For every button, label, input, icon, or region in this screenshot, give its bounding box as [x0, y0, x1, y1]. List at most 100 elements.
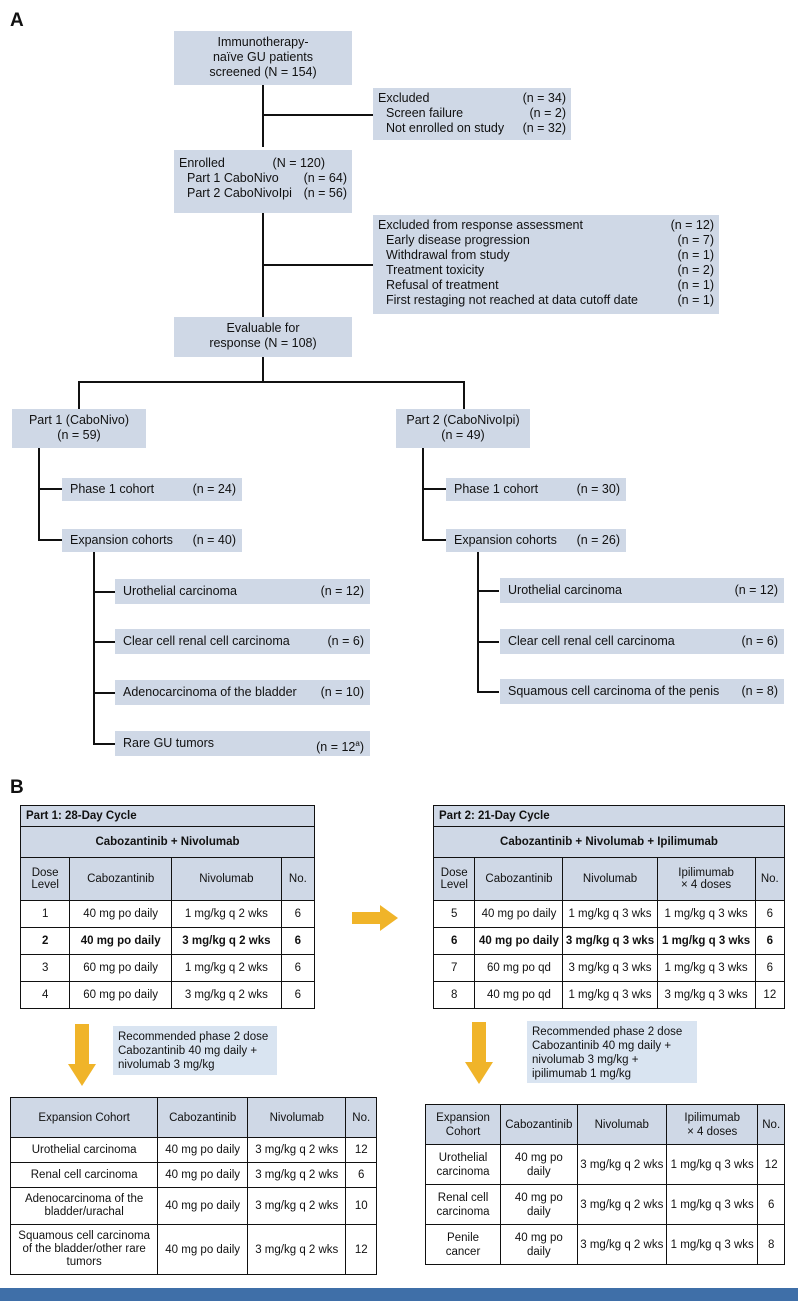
screened-line3: screened (N = 154) — [209, 65, 317, 79]
enrolled-count: (N = 120) — [272, 156, 325, 170]
header-cell: No. — [757, 1104, 785, 1145]
table-cell: 6 — [345, 1162, 377, 1188]
connector-line — [477, 691, 499, 693]
part1-expansion-table: Expansion Cohort Cabozantinib Nivolumab … — [9, 1097, 377, 1275]
table-cell: 1 mg/kg q 3 wks — [562, 981, 658, 1009]
part2-table-regimen: Cabozantinib + Nivolumab + Ipilimumab — [433, 826, 785, 858]
cohort-count-close: ) — [359, 740, 364, 755]
header-cell: No. — [280, 857, 316, 901]
header-cell: Expansion Cohort — [9, 1097, 159, 1138]
down-arrow-icon — [465, 1022, 493, 1084]
panel-a-label: A — [10, 10, 24, 31]
cohort-label: Urothelial carcinoma — [123, 584, 237, 598]
table-cell: Renal cell carcinoma — [424, 1184, 502, 1225]
cohort-label: Rare GU tumors — [123, 736, 214, 750]
connector-line — [422, 448, 424, 539]
cohort-count: (n = 6) — [741, 634, 778, 648]
table-cell: 6 — [280, 954, 316, 982]
part2-table-title: Part 2: 21-Day Cycle — [433, 805, 785, 827]
header-cell: No. — [345, 1097, 377, 1138]
table-cell: 40 mg po daily — [157, 1137, 249, 1163]
header-cell: Expansion Cohort — [424, 1104, 502, 1145]
cohort-label: Squamous cell carcinoma of the penis — [508, 684, 720, 698]
connector-line — [93, 692, 115, 694]
p2-cohort-urothelial: Urothelial carcinoma(n = 12) — [500, 578, 784, 603]
excluded-response-label: Excluded from response assessment — [378, 218, 583, 232]
evaluable-line2: response (N = 108) — [209, 336, 317, 350]
table-cell: 40 mg po daily — [500, 1144, 578, 1185]
table-cell: 1 mg/kg q 3 wks — [656, 927, 756, 955]
table-cell: Adenocarcinoma of the bladder/urachal — [9, 1187, 159, 1225]
table-cell: 40 mg po daily — [474, 900, 564, 928]
part2-count: (n = 49) — [441, 428, 485, 442]
rp2d-line: nivolumab 3 mg/kg + — [532, 1054, 639, 1066]
table-cell: 12 — [345, 1137, 377, 1163]
excluded-response-label: First restaging not reached at data cuto… — [386, 293, 639, 307]
table-cell: 3 mg/kg q 2 wks — [171, 981, 282, 1009]
table-cell: 3 mg/kg q 3 wks — [656, 981, 756, 1009]
connector-line — [93, 591, 115, 593]
enrolled-count: (n = 64) — [303, 171, 347, 185]
table-cell: 60 mg po daily — [69, 954, 173, 982]
connector-line — [477, 590, 499, 592]
excluded-response-box: Excluded from response assessment (n = 12… — [373, 215, 719, 314]
excluded-response-count: (n = 1) — [677, 293, 714, 307]
header-cell: Cabozantinib — [157, 1097, 249, 1138]
cohort-count: (n = 30) — [576, 482, 620, 496]
cohort-count: (n = 8) — [741, 684, 778, 698]
footnote-marker: a — [355, 739, 360, 748]
p2-cohort-penis: Squamous cell carcinoma of the penis (n =… — [500, 679, 784, 704]
cohort-label: Clear cell renal cell carcinoma — [123, 634, 290, 648]
header-cell: Nivolumab — [576, 1104, 668, 1145]
p1-phase1-box: Phase 1 cohort(n = 24) — [62, 478, 242, 501]
excluded-response-label: Early disease progression — [386, 233, 530, 247]
table-cell: Renal cell carcinoma — [9, 1162, 159, 1188]
down-arrow-icon — [68, 1024, 96, 1086]
header-cell: Cabozantinib — [474, 857, 564, 901]
excluded-box: Excluded(n = 34) Screen failure(n = 2) N… — [373, 88, 571, 140]
excluded-count: (n = 34) — [522, 91, 566, 105]
table-cell: 6 — [280, 900, 316, 928]
part2-expansion-table: Expansion Cohort Cabozantinib Nivolumab … — [424, 1104, 785, 1265]
connector-line — [93, 552, 95, 744]
table-cell: 2 — [19, 927, 71, 955]
footer-bar — [0, 1288, 798, 1301]
excluded-response-label: Withdrawal from study — [386, 248, 510, 262]
header-cell: Ipilimumab × 4 doses — [666, 1104, 759, 1145]
part2-box: Part 2 (CaboNivoIpi) (n = 49) — [396, 409, 530, 448]
excluded-response-count: (n = 7) — [677, 233, 714, 247]
part1-box: Part 1 (CaboNivo) (n = 59) — [12, 409, 146, 448]
connector-line — [38, 539, 62, 541]
table-cell: 4 — [19, 981, 71, 1009]
excluded-response-count: (n = 12) — [670, 218, 714, 232]
p1-cohort-clear-cell: Clear cell renal cell carcinoma(n = 6) — [115, 629, 370, 654]
table-cell: 1 mg/kg q 3 wks — [656, 900, 756, 928]
connector-line — [93, 743, 115, 745]
table-cell: 7 — [432, 954, 476, 982]
table-cell: 3 mg/kg q 2 wks — [576, 1144, 668, 1185]
table-cell: 60 mg po qd — [474, 954, 564, 982]
table-cell: 1 mg/kg q 3 wks — [666, 1184, 759, 1225]
screened-box: Immunotherapy- naïve GU patients screene… — [174, 31, 352, 85]
part1-table-title: Part 1: 28-Day Cycle — [20, 805, 315, 827]
header-cell: Dose Level — [19, 857, 71, 901]
excluded-response-label: Treatment toxicity — [386, 263, 485, 277]
table-cell: 3 — [19, 954, 71, 982]
p2-expansion-box: Expansion cohorts(n = 26) — [446, 529, 626, 552]
excluded-response-count: (n = 1) — [677, 278, 714, 292]
connector-line — [93, 641, 115, 643]
rp2d-line: Cabozantinib 40 mg daily + — [118, 1045, 258, 1057]
cohort-count: (n = 12) — [320, 584, 364, 598]
cohort-label: Adenocarcinoma of the bladder — [123, 685, 297, 699]
table-cell: 1 mg/kg q 3 wks — [666, 1224, 759, 1265]
part2-dose-table: Part 2: 21-Day Cycle Cabozantinib + Nivo… — [432, 805, 786, 1009]
cohort-count: (n = 12a) — [316, 736, 364, 756]
enrolled-count: (n = 56) — [303, 186, 347, 200]
cohort-label: Expansion cohorts — [454, 533, 557, 547]
table-cell: 40 mg po daily — [69, 900, 173, 928]
table-cell: 1 mg/kg q 3 wks — [562, 900, 658, 928]
connector-line — [78, 381, 80, 409]
connector-line — [262, 264, 373, 266]
excluded-label: Excluded — [378, 91, 430, 105]
table-cell: 3 mg/kg q 2 wks — [247, 1162, 347, 1188]
